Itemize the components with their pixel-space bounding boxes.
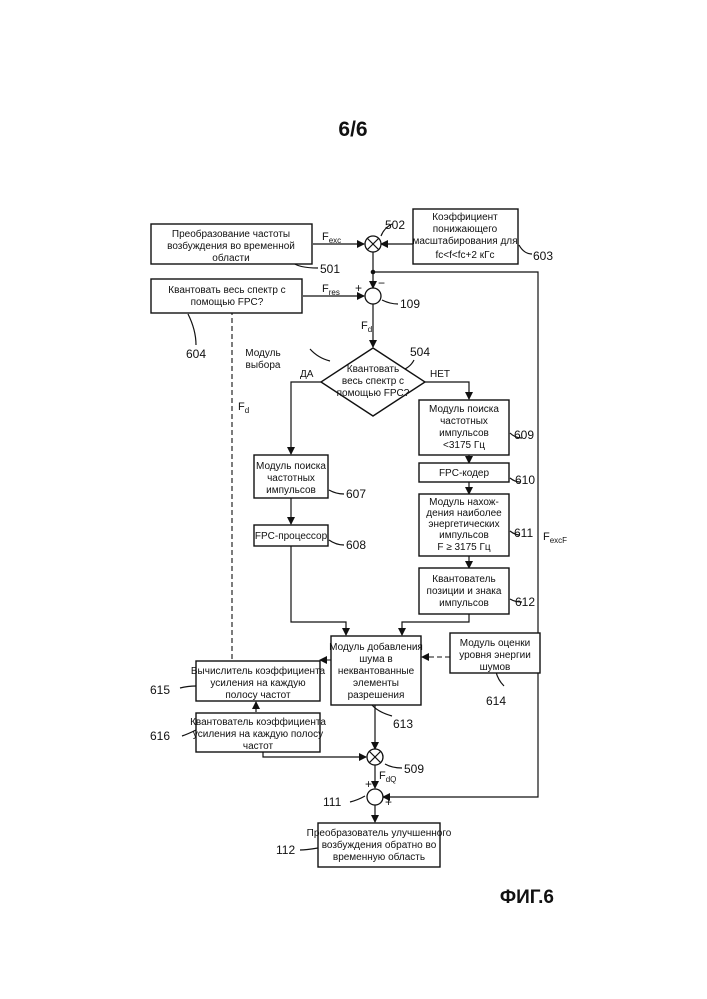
block-616: Квантователь коэффициентаусиления на каж… — [150, 713, 326, 752]
block-611: Модуль нахож-дения наиболееэнергетически… — [419, 494, 533, 556]
b616-line: Квантователь коэффициента — [190, 716, 326, 728]
b614-ref: 614 — [486, 694, 506, 708]
b504-line: весь спектр с — [342, 376, 404, 387]
svg-text:Модульвыбора: Модульвыбора — [245, 348, 281, 371]
b613-line: разрешения — [348, 690, 405, 701]
b616-line: частот — [243, 741, 274, 752]
signal-fdq: FdQ — [379, 770, 396, 784]
b613-line: элементы — [353, 678, 399, 689]
b607-line: импульсов — [266, 485, 316, 496]
b608-line: FPC-процессор — [255, 531, 328, 542]
b614-line: уровня энергии — [459, 650, 531, 661]
node-509-ref: 509 — [404, 762, 424, 776]
b504-module-label: выбора — [246, 359, 281, 371]
b112-line: временную область — [333, 851, 425, 863]
b613-line: Модуль добавления — [329, 641, 423, 653]
b604-line: помощью FPC? — [191, 297, 264, 308]
b612-line: позиции и знака — [427, 586, 502, 597]
b603-line: понижающего — [433, 224, 498, 235]
b504-no: НЕТ — [430, 369, 450, 380]
b610-ref: 610 — [515, 473, 535, 487]
node-509: 509 — [367, 749, 424, 776]
b604-line: Квантовать весь спектр с — [168, 285, 285, 296]
sign-plus-109: + — [355, 281, 362, 295]
sheet-number: 6/6 — [338, 118, 367, 141]
b611-line: F ≥ 3175 Гц — [437, 542, 491, 553]
b603-line: масштабирования для — [412, 235, 517, 247]
b504-yes: ДА — [300, 369, 314, 380]
b112-ref: 112 — [276, 843, 295, 857]
block-608: FPC-процессор 608 — [254, 525, 366, 552]
b611-line: энергетических — [428, 519, 499, 530]
b112-line: возбуждения обратно во — [322, 839, 437, 851]
b609-line: <3175 Гц — [443, 440, 485, 451]
b611-line: Модуль нахож- — [429, 497, 499, 508]
b615-line: полосу частот — [225, 690, 291, 701]
block-112: Преобразователь улучшенноговозбуждения о… — [276, 823, 452, 867]
b112-line: Преобразователь улучшенного — [307, 827, 452, 839]
signal-fd: Fd — [361, 320, 372, 334]
sign-plus-111-top: + — [365, 777, 372, 791]
b609-line: частотных — [440, 416, 488, 427]
b504-ref: 504 — [410, 345, 430, 359]
b611-line: импульсов — [439, 530, 489, 541]
b504-line: Квантовать — [347, 364, 399, 375]
b612-line: импульсов — [439, 598, 489, 609]
b612-ref: 612 — [515, 595, 535, 609]
sign-plus-111-right: + — [385, 795, 392, 809]
signal-fexcf: FexcF — [543, 531, 567, 545]
block-607: Модуль поискачастотныхимпульсов 607 — [254, 455, 366, 501]
b504-module-label: Модуль — [245, 348, 280, 359]
b501-line: Преобразование частоты — [172, 228, 290, 240]
b603-line: Коэффициент — [432, 211, 498, 223]
signal-fd-left: Fd — [238, 401, 249, 415]
b604-ref: 604 — [186, 347, 206, 361]
b609-line: импульсов — [439, 428, 489, 439]
svg-text:Квантоватьвесь спектр спомощью: Квантоватьвесь спектр спомощью FPC? — [337, 364, 410, 399]
b501-line: возбуждения во временной — [167, 240, 295, 252]
node-502: 502 — [365, 218, 405, 252]
b611-line: дения наиболее — [426, 507, 502, 519]
b607-ref: 607 — [346, 487, 366, 501]
b609-line: Модуль поиска — [429, 404, 499, 415]
node-502-ref: 502 — [385, 218, 405, 232]
block-610: FPC-кодер 610 — [419, 463, 535, 487]
b614-line: шумов — [480, 662, 511, 673]
block-612: Квантовательпозиции и знакаимпульсов 612 — [419, 568, 535, 614]
b612-line: Квантователь — [432, 574, 495, 585]
b613-line: неквантованные — [338, 666, 415, 677]
b501-ref: 501 — [320, 262, 340, 276]
b615-line: Вычислитель коэффициента — [191, 665, 326, 677]
b603-ref: 603 — [533, 249, 553, 263]
b616-ref: 616 — [150, 729, 170, 743]
b609-ref: 609 — [514, 428, 534, 442]
b504-line: помощью FPC? — [337, 388, 410, 399]
node-111: 111 — [323, 789, 383, 809]
b615-line: усиления на каждую — [210, 678, 306, 689]
b610-line: FPC-кодер — [439, 468, 490, 479]
figure-label: ФИГ.6 — [500, 887, 554, 908]
b613-line: шума в — [359, 654, 392, 665]
b501-line: области — [212, 252, 249, 264]
block-613: Модуль добавленияшума внеквантованныеэле… — [329, 636, 423, 731]
b615-ref: 615 — [150, 683, 170, 697]
block-614: Модуль оценкиуровня энергиишумов 614 — [450, 633, 540, 708]
b611-ref: 611 — [514, 526, 533, 540]
node-109-ref: 109 — [400, 297, 420, 311]
signal-fexc: Fexc — [322, 231, 341, 245]
block-603: Коэффициентпонижающегомасштабирования дл… — [412, 209, 553, 264]
block-609: Модуль поискачастотныхимпульсов<3175 Гц … — [419, 400, 534, 455]
block-615: Вычислитель коэффициентаусиления на кажд… — [150, 661, 326, 701]
node-111-ref: 111 — [323, 795, 342, 809]
b603-formula: fc<f<fc+2 кГс — [436, 250, 495, 261]
b616-line: усиления на каждую полосу — [193, 729, 323, 740]
b614-line: Модуль оценки — [460, 638, 530, 649]
sign-minus-109: − — [378, 276, 385, 290]
signal-fres: Fres — [322, 283, 340, 297]
b607-line: частотных — [267, 473, 315, 484]
b613-ref: 613 — [393, 717, 413, 731]
b608-ref: 608 — [346, 538, 366, 552]
b607-line: Модуль поиска — [256, 461, 326, 472]
